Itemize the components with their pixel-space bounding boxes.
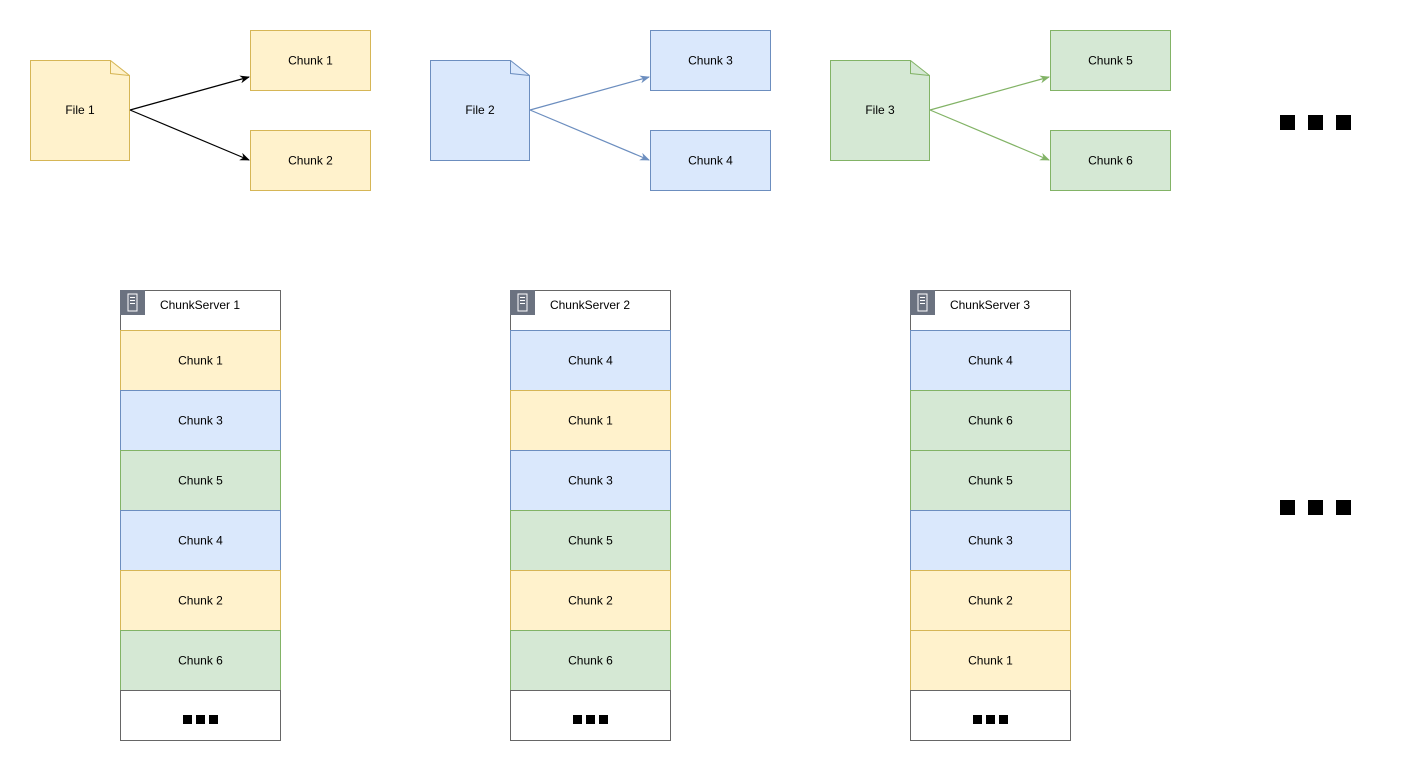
file-node[interactable]: File 1	[30, 60, 130, 161]
chunk-label: Chunk 1	[568, 414, 613, 428]
server-icon	[910, 290, 935, 315]
file-to-chunk-arrow	[129, 109, 250, 161]
file-label: File 3	[865, 103, 895, 117]
chunk-label: Chunk 4	[568, 354, 613, 368]
chunkserver-title: ChunkServer 2	[550, 298, 630, 312]
server-chunk-cell[interactable]: Chunk 4	[510, 330, 671, 391]
server-chunk-cell[interactable]: Chunk 2	[910, 570, 1071, 631]
chunk-label: Chunk 6	[1088, 154, 1133, 168]
chunk-label: Chunk 1	[288, 54, 333, 68]
chunk-label: Chunk 5	[568, 534, 613, 548]
file-label: File 2	[465, 103, 495, 117]
ellipsis-icon	[1280, 115, 1351, 130]
chunk-label: Chunk 6	[178, 654, 223, 668]
chunk-node[interactable]: Chunk 1	[250, 30, 371, 91]
chunk-label: Chunk 3	[568, 474, 613, 488]
chunk-label: Chunk 2	[288, 154, 333, 168]
chunkserver-column-1: ChunkServer 1 Chunk 1 Chunk 3 Chunk 5 Ch…	[120, 290, 281, 741]
chunkserver-column-3: ChunkServer 3 Chunk 4 Chunk 6 Chunk 5 Ch…	[910, 290, 1071, 741]
file-group-3: File 3 Chunk 5 Chunk 6	[830, 30, 1171, 191]
chunk-label: Chunk 3	[968, 534, 1013, 548]
server-chunk-cell[interactable]: Chunk 1	[120, 330, 281, 391]
chunk-node[interactable]: Chunk 3	[650, 30, 771, 91]
server-chunk-cell[interactable]: Chunk 5	[510, 510, 671, 571]
chunk-node[interactable]: Chunk 4	[650, 130, 771, 191]
chunk-label: Chunk 2	[568, 594, 613, 608]
file-node[interactable]: File 2	[430, 60, 530, 161]
server-icon	[510, 290, 535, 315]
chunkserver-header[interactable]: ChunkServer 1	[120, 290, 281, 331]
ellipsis-icon	[183, 715, 218, 724]
chunkserver-title: ChunkServer 3	[950, 298, 1030, 312]
file-to-chunk-arrow	[929, 109, 1050, 161]
file-node[interactable]: File 3	[830, 60, 930, 161]
chunk-node[interactable]: Chunk 2	[250, 130, 371, 191]
server-chunk-cell[interactable]: Chunk 6	[910, 390, 1071, 451]
server-more-cell	[910, 690, 1071, 741]
chunkserver-header[interactable]: ChunkServer 2	[510, 290, 671, 331]
server-chunk-cell[interactable]: Chunk 1	[910, 630, 1071, 691]
server-chunk-cell[interactable]: Chunk 2	[120, 570, 281, 631]
server-chunk-cell[interactable]: Chunk 2	[510, 570, 671, 631]
file-to-chunk-arrow	[929, 75, 1050, 111]
ellipsis-icon	[973, 715, 1008, 724]
file-to-chunk-arrow	[529, 75, 650, 111]
file-group-2: File 2 Chunk 3 Chunk 4	[430, 30, 771, 191]
chunk-label: Chunk 2	[968, 594, 1013, 608]
server-more-cell	[510, 690, 671, 741]
server-chunk-cell[interactable]: Chunk 6	[120, 630, 281, 691]
file-label: File 1	[65, 103, 95, 117]
chunk-label: Chunk 5	[968, 474, 1013, 488]
server-chunk-cell[interactable]: Chunk 3	[120, 390, 281, 451]
server-chunk-cell[interactable]: Chunk 4	[120, 510, 281, 571]
chunk-label: Chunk 6	[568, 654, 613, 668]
chunk-label: Chunk 5	[1088, 54, 1133, 68]
chunk-node[interactable]: Chunk 5	[1050, 30, 1171, 91]
chunk-label: Chunk 5	[178, 474, 223, 488]
chunk-label: Chunk 3	[688, 54, 733, 68]
chunk-label: Chunk 1	[968, 654, 1013, 668]
file-to-chunk-arrow	[529, 109, 650, 161]
server-chunk-cell[interactable]: Chunk 5	[120, 450, 281, 511]
chunk-label: Chunk 1	[178, 354, 223, 368]
server-chunk-cell[interactable]: Chunk 1	[510, 390, 671, 451]
chunk-node[interactable]: Chunk 6	[1050, 130, 1171, 191]
chunkserver-column-2: ChunkServer 2 Chunk 4 Chunk 1 Chunk 3 Ch…	[510, 290, 671, 741]
ellipsis-icon	[573, 715, 608, 724]
chunk-label: Chunk 4	[688, 154, 733, 168]
chunk-label: Chunk 6	[968, 414, 1013, 428]
chunk-label: Chunk 4	[968, 354, 1013, 368]
ellipsis-icon	[1280, 500, 1351, 515]
file-to-chunk-arrow	[129, 75, 250, 111]
server-icon	[120, 290, 145, 315]
server-chunk-cell[interactable]: Chunk 3	[910, 510, 1071, 571]
chunk-label: Chunk 2	[178, 594, 223, 608]
file-group-1: File 1 Chunk 1 Chunk 2	[30, 30, 371, 191]
server-chunk-cell[interactable]: Chunk 3	[510, 450, 671, 511]
server-chunk-cell[interactable]: Chunk 6	[510, 630, 671, 691]
chunk-label: Chunk 3	[178, 414, 223, 428]
chunkserver-title: ChunkServer 1	[160, 298, 240, 312]
chunk-label: Chunk 4	[178, 534, 223, 548]
server-chunk-cell[interactable]: Chunk 4	[910, 330, 1071, 391]
chunkserver-header[interactable]: ChunkServer 3	[910, 290, 1071, 331]
server-more-cell	[120, 690, 281, 741]
server-chunk-cell[interactable]: Chunk 5	[910, 450, 1071, 511]
